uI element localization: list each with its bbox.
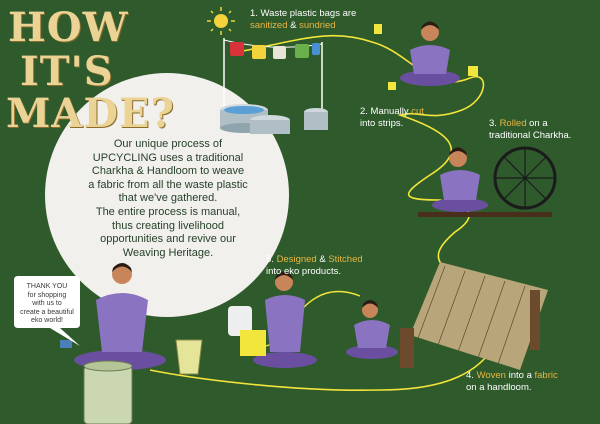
sun-icon	[207, 7, 235, 35]
intro-line: a fabric from all the waste plastic	[88, 178, 248, 191]
step-5-line-2: into eko products.	[266, 266, 341, 277]
intro-line: Weaving Heritage.	[122, 246, 214, 259]
clothesline	[223, 38, 323, 116]
step-5-line-1: 5. Designed & Stitched	[266, 254, 363, 266]
step-3-highlight-rolled: Rolled	[499, 118, 527, 129]
title-made: MADE?	[6, 90, 175, 137]
woman-with-products	[60, 263, 203, 424]
title-how: HOW	[8, 4, 129, 51]
step-1-line-1: 1. Waste plastic bags are	[250, 8, 357, 19]
step-3-prefix: 3.	[489, 118, 500, 129]
step-2-prefix: 2. Manually	[360, 106, 412, 117]
step-1-highlight-sundried: sundried	[299, 20, 336, 31]
step-5-mid: &	[316, 254, 329, 265]
intro-line: opportunities and revive our	[100, 233, 236, 246]
intro-line: thus creating livelihood	[112, 219, 224, 232]
step-5-highlight-stitched: Stitched	[328, 254, 363, 265]
step-3-suffix: on a	[526, 118, 548, 129]
handloom	[400, 262, 548, 370]
step-4-highlight-woven: Woven	[476, 370, 506, 381]
step-4-line-1: 4. Woven into a fabric	[466, 370, 558, 382]
step-1-line-2: sanitized & sundried	[250, 20, 356, 32]
step-3-line-2: traditional Charkha.	[489, 130, 572, 141]
step-4-mid: into a	[505, 370, 535, 381]
intro-line: Charkha & Handloom to weave	[91, 165, 245, 178]
thanks-line: create a beautiful	[20, 308, 74, 316]
step-2-line-1: 2. Manually cut	[360, 106, 424, 118]
step-3-line-1: 3. Rolled on a	[489, 118, 571, 130]
intro-text: Our unique process of UPCYCLING uses a t…	[68, 138, 268, 260]
intro-line: UPCYCLING uses a traditional	[92, 151, 244, 164]
intro-line: The entire process is manual,	[95, 205, 241, 218]
step-1-label: 1. Waste plastic bags are sanitized & su…	[250, 8, 356, 32]
thanks-line: THANK YOU	[26, 283, 68, 290]
thanks-bubble	[14, 276, 80, 346]
thanks-line: for shopping	[27, 291, 67, 299]
intro-line: that we've gathered.	[118, 192, 218, 205]
woman-spinning	[432, 147, 488, 212]
step-2-label: 2. Manually cut into strips.	[360, 106, 424, 130]
thank-you-note: THANK YOU for shopping with us to create…	[16, 283, 78, 326]
step-2-highlight-cut: cut	[411, 106, 424, 117]
thanks-line: eko world!	[31, 317, 63, 325]
step-3-label: 3. Rolled on a traditional Charkha.	[489, 118, 571, 142]
title-its: IT'S	[20, 48, 114, 95]
thanks-line: with us to	[32, 300, 62, 308]
step-4-prefix: 4.	[466, 370, 477, 381]
step-4-line-2: on a handloom.	[466, 382, 532, 393]
wash-tubs	[220, 104, 328, 134]
intro-circle	[45, 73, 289, 317]
step-5-label: 5. Designed & Stitched into eko products…	[266, 254, 363, 278]
step-1-amp: &	[287, 20, 300, 31]
woman-sorting-bags	[374, 21, 478, 90]
step-5-highlight-designed: Designed	[276, 254, 317, 265]
intro-line: Our unique process of	[113, 138, 223, 150]
step-4-highlight-fabric: fabric	[534, 370, 558, 381]
woman-weaving	[346, 300, 398, 359]
step-1-highlight-sanitized: sanitized	[250, 20, 288, 31]
step-5-prefix: 5.	[266, 254, 277, 265]
step-2-line-2: into strips.	[360, 118, 404, 129]
charkha-wheel	[418, 146, 557, 217]
step-4-label: 4. Woven into a fabric on a handloom.	[466, 370, 558, 394]
woman-stitching	[228, 271, 317, 368]
